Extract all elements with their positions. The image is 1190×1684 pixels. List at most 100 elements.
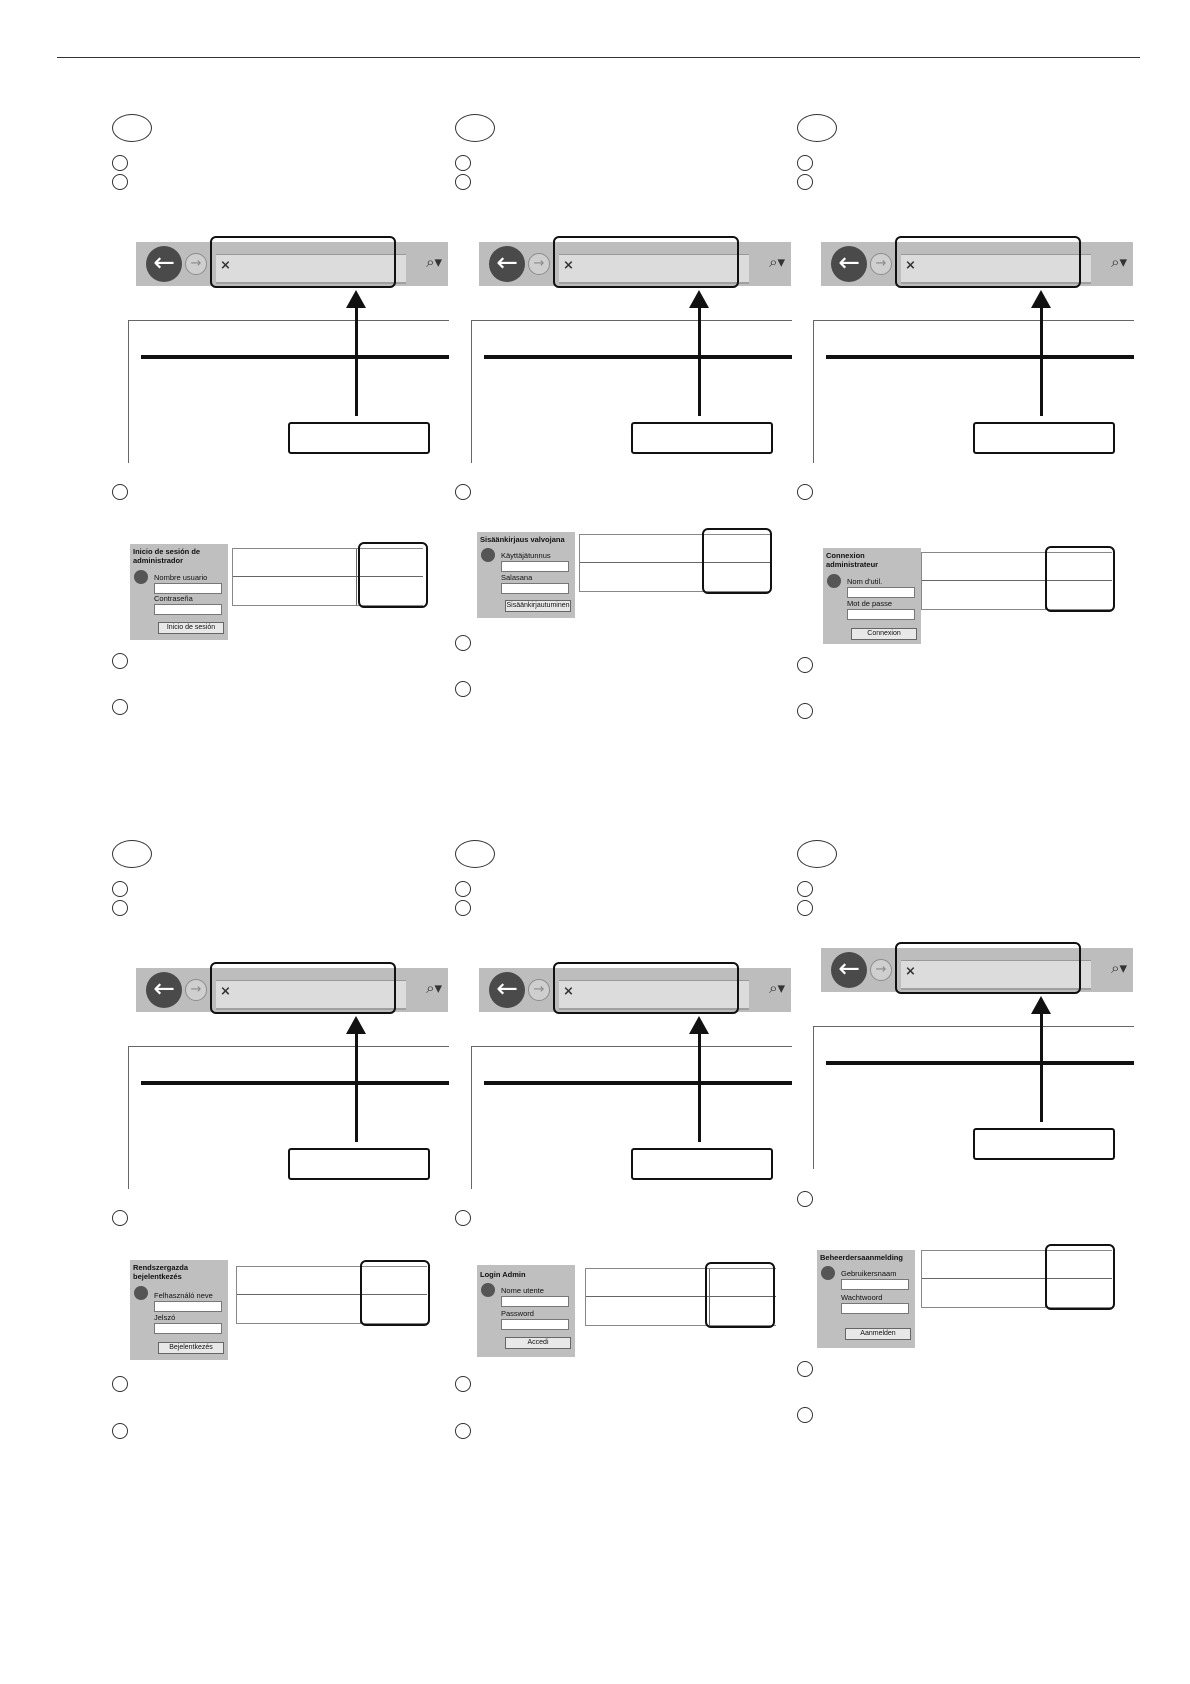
password-label: Mot de passe <box>847 599 893 608</box>
user-avatar-icon <box>134 570 148 584</box>
login-panel: Connexion administrateur Nom d'util. Mot… <box>823 548 921 644</box>
back-arrow-icon[interactable]: ← <box>489 972 525 1008</box>
grid-divider <box>233 576 423 577</box>
login-title: Beheerdersaanmelding <box>820 1253 903 1262</box>
step-marker <box>797 484 813 500</box>
login-title: Login Admin <box>480 1270 526 1279</box>
username-input[interactable] <box>154 1301 222 1312</box>
arrow-head <box>346 290 366 308</box>
section-nl: ← → ⨯ ⌕▾ Beheerdersaanmelding Gebruikers… <box>797 840 1134 1500</box>
browser-toolbar: ← → ⨯ ⌕▾ <box>136 242 448 286</box>
arrow-head <box>346 1016 366 1034</box>
credentials-highlight <box>1045 1244 1115 1310</box>
username-label: Gebruikersnaam <box>841 1269 897 1278</box>
browser-toolbar: ← → ⨯ ⌕▾ <box>821 242 1133 286</box>
username-input[interactable] <box>841 1279 909 1290</box>
grid-divider <box>922 580 1112 581</box>
arrow-line <box>698 304 701 416</box>
password-input[interactable] <box>841 1303 909 1314</box>
page-heading-rule <box>484 355 792 359</box>
site-favicon-icon: ⨯ <box>563 258 574 273</box>
page-heading-rule <box>484 1081 792 1085</box>
login-button[interactable]: Inicio de sesión <box>158 622 224 634</box>
site-favicon-icon: ⨯ <box>563 984 574 999</box>
browser-toolbar: ← → ⨯ ⌕▾ <box>136 968 448 1012</box>
back-arrow-icon[interactable]: ← <box>146 246 182 282</box>
address-bar[interactable]: ⨯ <box>901 254 1091 284</box>
back-arrow-icon[interactable]: ← <box>489 246 525 282</box>
login-title: Rendszergazda bejelentkezés <box>133 1263 189 1281</box>
password-input[interactable] <box>154 1323 222 1334</box>
callout-box <box>288 1148 430 1180</box>
user-avatar-icon <box>821 1266 835 1280</box>
search-icon[interactable]: ⌕▾ <box>769 253 785 271</box>
login-panel: Login Admin Nome utente Password Accedi <box>477 1265 575 1357</box>
password-label: Jelszó <box>154 1313 176 1322</box>
grid-divider <box>922 1278 1112 1279</box>
password-input[interactable] <box>847 609 915 620</box>
username-input[interactable] <box>501 1296 569 1307</box>
username-input[interactable] <box>847 587 915 598</box>
step-marker <box>112 881 128 897</box>
login-button[interactable]: Accedi <box>505 1337 571 1349</box>
back-arrow-icon[interactable]: ← <box>831 952 867 988</box>
search-icon[interactable]: ⌕▾ <box>1111 959 1127 977</box>
login-button[interactable]: Bejelentkezés <box>158 1342 224 1354</box>
language-badge <box>112 840 152 868</box>
forward-arrow-icon[interactable]: → <box>528 253 550 275</box>
address-bar-highlight <box>210 236 396 288</box>
search-icon[interactable]: ⌕▾ <box>426 979 442 997</box>
callout-box <box>288 422 430 454</box>
forward-arrow-icon[interactable]: → <box>870 959 892 981</box>
browser-toolbar: ← → ⨯ ⌕▾ <box>479 968 791 1012</box>
username-input[interactable] <box>501 561 569 572</box>
login-button[interactable]: Aanmelden <box>845 1328 911 1340</box>
forward-arrow-icon[interactable]: → <box>185 253 207 275</box>
password-input[interactable] <box>501 1319 569 1330</box>
address-bar[interactable]: ⨯ <box>216 254 406 284</box>
back-arrow-icon[interactable]: ← <box>146 972 182 1008</box>
password-label: Password <box>501 1309 534 1318</box>
callout-box <box>973 422 1115 454</box>
page-frame <box>813 320 1134 463</box>
grid-column-divider <box>356 549 357 605</box>
section-es: ← → ⨯ ⌕▾ Inicio de sesión de administrad… <box>112 114 449 774</box>
address-bar[interactable]: ⨯ <box>901 960 1091 990</box>
username-input[interactable] <box>154 583 222 594</box>
password-input[interactable] <box>501 583 569 594</box>
address-bar-highlight <box>895 236 1081 288</box>
forward-arrow-icon[interactable]: → <box>185 979 207 1001</box>
arrow-head <box>1031 996 1051 1014</box>
step-marker <box>455 635 471 651</box>
page-frame <box>471 1046 792 1189</box>
login-button[interactable]: Sisäänkirjautuminen <box>505 600 571 612</box>
back-arrow-icon[interactable]: ← <box>831 246 867 282</box>
login-title: Inicio de sesión de administrador <box>133 547 201 565</box>
step-marker <box>455 155 471 171</box>
grid-divider <box>586 1296 776 1297</box>
arrow-line <box>1040 304 1043 416</box>
search-icon[interactable]: ⌕▾ <box>769 979 785 997</box>
password-input[interactable] <box>154 604 222 615</box>
login-panel: Rendszergazda bejelentkezés Felhasználó … <box>130 1260 228 1360</box>
search-icon[interactable]: ⌕▾ <box>1111 253 1127 271</box>
address-bar[interactable]: ⨯ <box>559 254 749 284</box>
forward-arrow-icon[interactable]: → <box>528 979 550 1001</box>
page-frame <box>813 1026 1134 1169</box>
site-favicon-icon: ⨯ <box>905 258 916 273</box>
callout-box <box>631 1148 773 1180</box>
user-avatar-icon <box>134 1286 148 1300</box>
step-marker <box>112 1423 128 1439</box>
arrow-head <box>1031 290 1051 308</box>
address-bar[interactable]: ⨯ <box>559 980 749 1010</box>
address-bar[interactable]: ⨯ <box>216 980 406 1010</box>
password-label: Wachtwoord <box>841 1293 883 1302</box>
login-button[interactable]: Connexion <box>851 628 917 640</box>
forward-arrow-icon[interactable]: → <box>870 253 892 275</box>
step-marker <box>455 900 471 916</box>
username-label: Käyttäjätunnus <box>501 551 551 560</box>
step-marker <box>455 484 471 500</box>
address-bar-highlight <box>895 942 1081 994</box>
language-badge <box>797 840 837 868</box>
search-icon[interactable]: ⌕▾ <box>426 253 442 271</box>
